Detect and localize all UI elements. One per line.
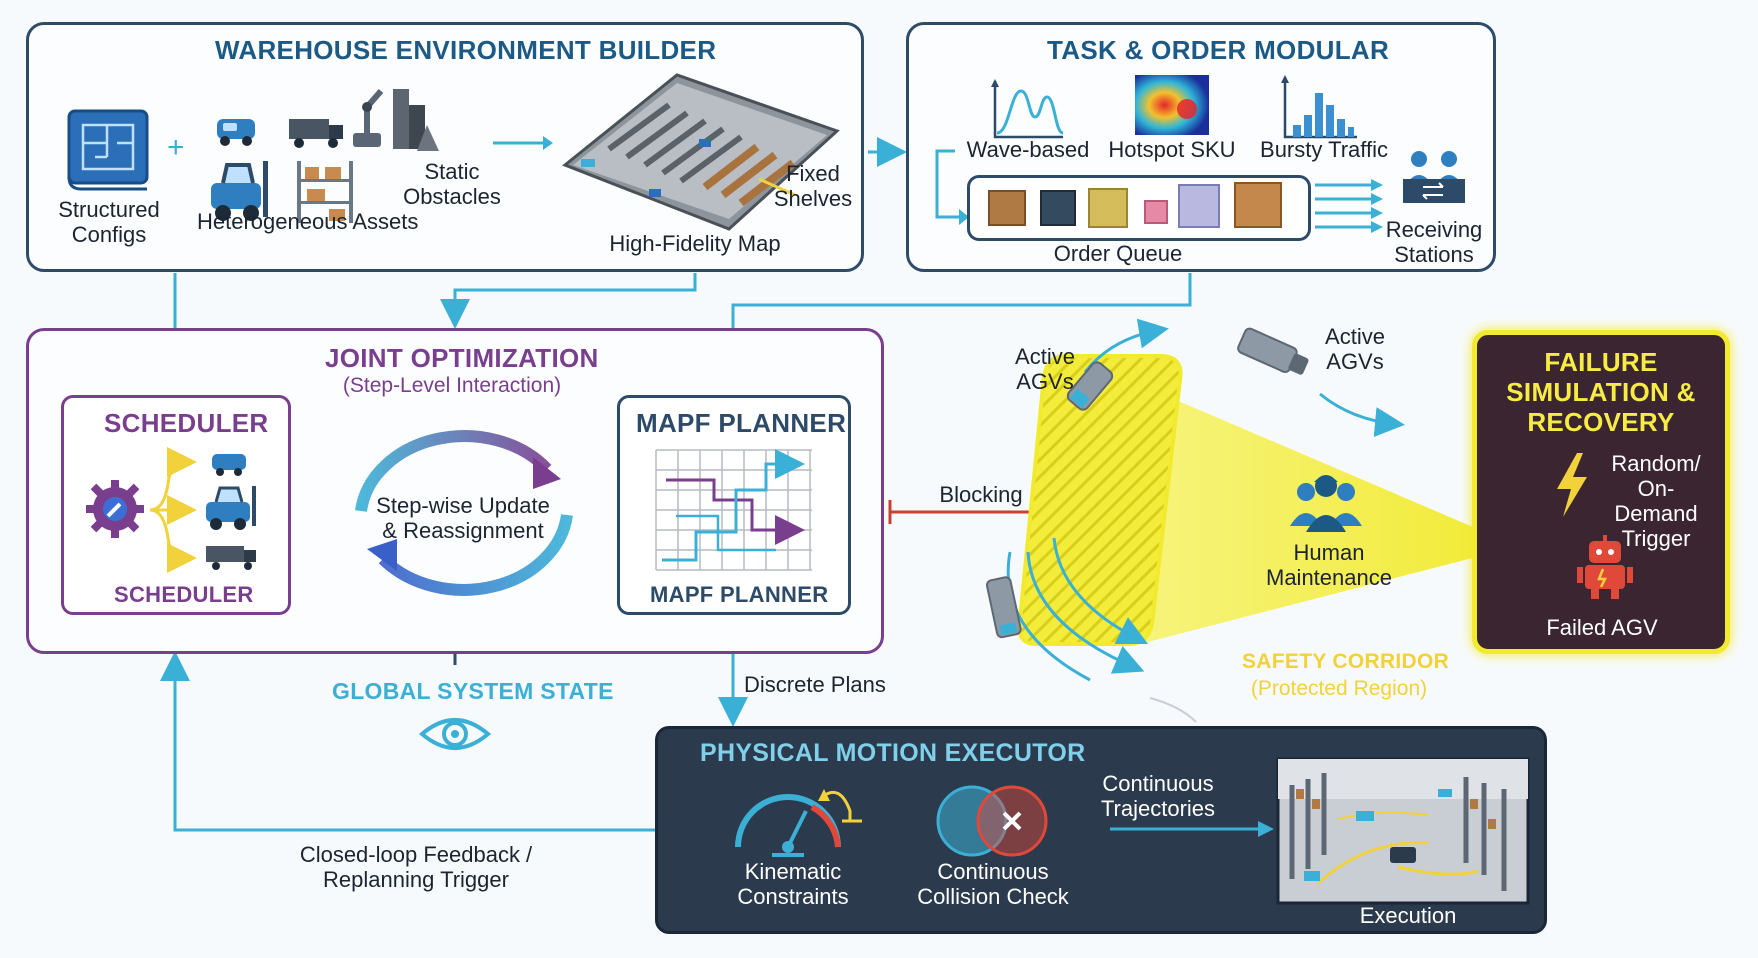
limit-arrow-icon: [818, 789, 862, 823]
robot-arm-icon: [353, 89, 384, 147]
cycle-arrows-icon: [355, 430, 573, 596]
truck-icon: [289, 119, 343, 148]
human-maintenance-icon: [1290, 475, 1362, 532]
structured-configs-label: Structured Configs: [58, 197, 160, 247]
scheduler-box: SCHEDULER: [61, 395, 291, 615]
scheduler-dispatch-arrows: [149, 447, 197, 573]
small-agv-icon: [217, 119, 255, 146]
task-order-panel: TASK & ORDER MODULAR Wave-based Hotspot …: [906, 22, 1496, 272]
collision-label: Continuous Collision Check: [917, 859, 1069, 909]
trajectories-label: Continuous Trajectories: [1100, 771, 1216, 821]
wave-chart-icon: [991, 79, 1064, 139]
bracket-arrow: [935, 149, 969, 225]
shelf-rack-icon: [297, 161, 353, 223]
arrow-closed-loop: [160, 651, 655, 832]
scheduler-truck-icon: [206, 546, 256, 570]
active-agv-left-icon: [1066, 361, 1114, 411]
blocking-label: Blocking: [939, 482, 1023, 507]
fixed-shelves-label: Fixed Shelves: [773, 161, 853, 211]
order-queue-label: Order Queue: [1053, 241, 1183, 266]
plus-sign: +: [167, 131, 185, 164]
order-packages: [988, 182, 1282, 228]
scheduler-forklift-icon: [206, 486, 256, 530]
mapf-grid-icon: [655, 449, 812, 571]
speedometer-icon: [735, 794, 841, 857]
static-obstacles-label: Static Obstacles: [403, 159, 501, 209]
protected-region-label: (Protected Region): [1250, 677, 1428, 700]
failure-title: FAILURE SIMULATION & RECOVERY: [1506, 347, 1696, 437]
trigger-label: Random/ On-Demand Trigger: [1611, 451, 1701, 551]
joint-optimization-panel: JOINT OPTIMIZATION (Step-Level Interacti…: [26, 328, 884, 654]
scheduler-title: SCHEDULER: [104, 408, 269, 438]
executor-title: PHYSICAL MOTION EXECUTOR: [700, 739, 1086, 767]
failed-agv-label: Failed AGV: [1546, 615, 1658, 640]
active-agvs-left-label: Active AGVs: [1015, 344, 1075, 394]
gear-wrench-icon: [86, 480, 144, 538]
warehouse-map-image: [562, 73, 840, 231]
execution-label: Execution: [1359, 903, 1457, 928]
lightning-icon: [1557, 453, 1587, 517]
trajectories-arrow: [1110, 821, 1274, 837]
mapf-planner-box: MAPF PLANNER MAPF PLANNER: [617, 395, 851, 615]
static-obstacles-icon: [393, 89, 439, 151]
active-agv-right-icon: [1237, 327, 1309, 375]
arrow-map-to-joint: [440, 273, 697, 329]
joint-optimization-title: JOINT OPTIMIZATION: [325, 343, 599, 373]
discrete-plans-label: Discrete Plans: [744, 672, 886, 697]
queue-to-station-arrows: [1315, 179, 1383, 233]
receiving-station-icon: [1403, 151, 1465, 203]
failed-robot-icon: [1577, 535, 1633, 599]
kinematic-label: Kinematic Constraints: [737, 859, 849, 909]
scheduler-agv-icon: [212, 454, 246, 476]
safety-corridor-label: SAFETY CORRIDOR: [1242, 650, 1450, 673]
mapf-bottom-label: MAPF PLANNER: [650, 582, 829, 607]
joint-optimization-subtitle: (Step-Level Interaction): [342, 374, 562, 397]
failure-panel: FAILURE SIMULATION & RECOVERY Random/ On…: [1472, 330, 1730, 654]
heatmap-icon: [1135, 75, 1209, 135]
bursty-bar-icon: [1281, 75, 1357, 139]
active-agvs-right-label: Active AGVs: [1325, 324, 1385, 374]
eye-icon: [418, 718, 492, 750]
env-builder-title: WAREHOUSE ENVIRONMENT BUILDER: [215, 35, 717, 65]
blueprint-icon: [67, 109, 149, 191]
active-agv-bottom-icon: [985, 576, 1022, 639]
heterogeneous-assets-label: Heterogeneous Assets: [197, 209, 419, 234]
scheduler-bottom-label: SCHEDULER: [114, 582, 254, 607]
hotspot-sku-label: Hotspot SKU: [1108, 137, 1236, 162]
cycle-label: Step-wise Update & Reassignment: [376, 493, 550, 543]
mapf-title: MAPF PLANNER: [636, 408, 847, 438]
high-fidelity-map-label: High-Fidelity Map: [609, 231, 781, 256]
task-order-title: TASK & ORDER MODULAR: [1047, 35, 1390, 65]
execution-scene-image: [1276, 757, 1530, 905]
collision-check-icon: [936, 785, 1048, 857]
executor-panel: PHYSICAL MOTION EXECUTOR Kinematic Const…: [655, 726, 1547, 934]
arrow-assets-to-map: [493, 136, 553, 150]
receiving-stations-label: Receiving Stations: [1385, 217, 1483, 267]
forklift-icon: [211, 161, 268, 221]
env-builder-panel: WAREHOUSE ENVIRONMENT BUILDER Structured…: [26, 22, 864, 272]
wave-based-label: Wave-based: [966, 137, 1090, 162]
failure-light-beam: [1120, 376, 1480, 644]
closed-loop-label: Closed-loop Feedback / Replanning Trigge…: [299, 842, 533, 892]
bursty-traffic-label: Bursty Traffic: [1260, 137, 1388, 162]
global-system-state-label: GLOBAL SYSTEM STATE: [332, 678, 614, 704]
human-maintenance-label: Human Maintenance: [1266, 540, 1392, 590]
